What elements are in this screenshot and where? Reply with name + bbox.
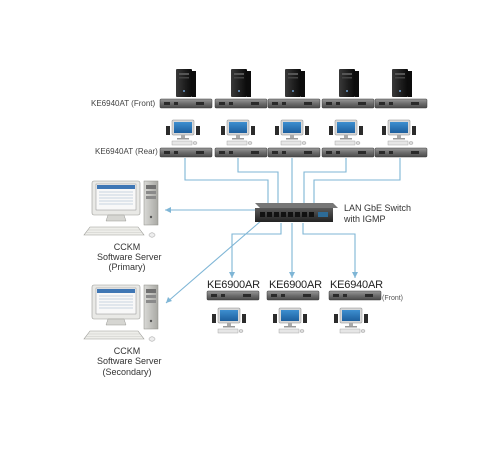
- tower-computer-icon: [176, 69, 196, 97]
- network-cables: [165, 158, 401, 304]
- workstation-icon: [274, 119, 310, 146]
- extender-front-5: [374, 98, 428, 109]
- cable-rear-2: [237, 158, 279, 203]
- workstation-icon: [165, 119, 201, 146]
- server-pc-icon: [83, 284, 159, 342]
- label-server-secondary-3: (Secondary): [102, 367, 152, 377]
- extender-rear-2: [214, 147, 268, 158]
- tower-computer-icon: [231, 69, 251, 97]
- extender-front-2: [214, 98, 268, 109]
- workstations-bottom: [211, 307, 369, 334]
- label-server-primary-2: Software Server: [97, 252, 162, 262]
- label-server-primary-3: (Primary): [108, 262, 146, 272]
- label-switch-line1: LAN GbE Switch: [344, 203, 412, 213]
- workstations-top: [165, 119, 417, 146]
- label-rx-model-3: KE6940AR: [330, 279, 383, 291]
- extender-rear-3: [267, 147, 321, 158]
- workstation-icon: [220, 119, 256, 146]
- extender-rear-5: [374, 147, 428, 158]
- extender-rx-1: [206, 290, 260, 301]
- label-rear: KE6940AT (Rear): [95, 147, 158, 156]
- label-rx-front: (Front): [382, 295, 403, 302]
- workstation-icon: [328, 119, 364, 146]
- cable-rx-3: [302, 223, 356, 278]
- extender-front-3: [267, 98, 321, 109]
- label-server-secondary-1: CCKM: [113, 346, 141, 356]
- tower-computers: [176, 69, 412, 97]
- extender-rear-1: [159, 147, 213, 158]
- server-pc-icon: [83, 180, 159, 238]
- label-rx-model-1: KE6900AR: [207, 279, 260, 291]
- label-switch-line2: with IGMP: [344, 214, 386, 224]
- workstation-icon: [211, 307, 247, 334]
- front-units: [159, 98, 428, 109]
- label-server-primary-1: CCKM: [113, 242, 141, 252]
- extender-front-1: [159, 98, 213, 109]
- extender-rear-4: [321, 147, 375, 158]
- label-rx-model-2: KE6900AR: [269, 279, 322, 291]
- workstation-icon: [381, 119, 417, 146]
- extender-front-4: [321, 98, 375, 109]
- tower-computer-icon: [339, 69, 359, 97]
- network-switch-icon: [255, 203, 338, 222]
- label-server-secondary-2: Software Server: [97, 356, 162, 366]
- workstation-icon: [272, 307, 308, 334]
- cable-rx-1: [231, 223, 282, 278]
- tower-computer-icon: [285, 69, 305, 97]
- receiver-units: [206, 290, 382, 301]
- cable-rear-5: [313, 158, 401, 203]
- tower-computer-icon: [392, 69, 412, 97]
- label-front: KE6940AT (Front): [91, 99, 156, 108]
- workstation-icon: [333, 307, 369, 334]
- cable-rear-4: [303, 158, 347, 203]
- extender-rx-2: [266, 290, 320, 301]
- extender-rx-3: [328, 290, 382, 301]
- rear-units: [159, 147, 428, 158]
- cable-rear-1: [184, 158, 269, 203]
